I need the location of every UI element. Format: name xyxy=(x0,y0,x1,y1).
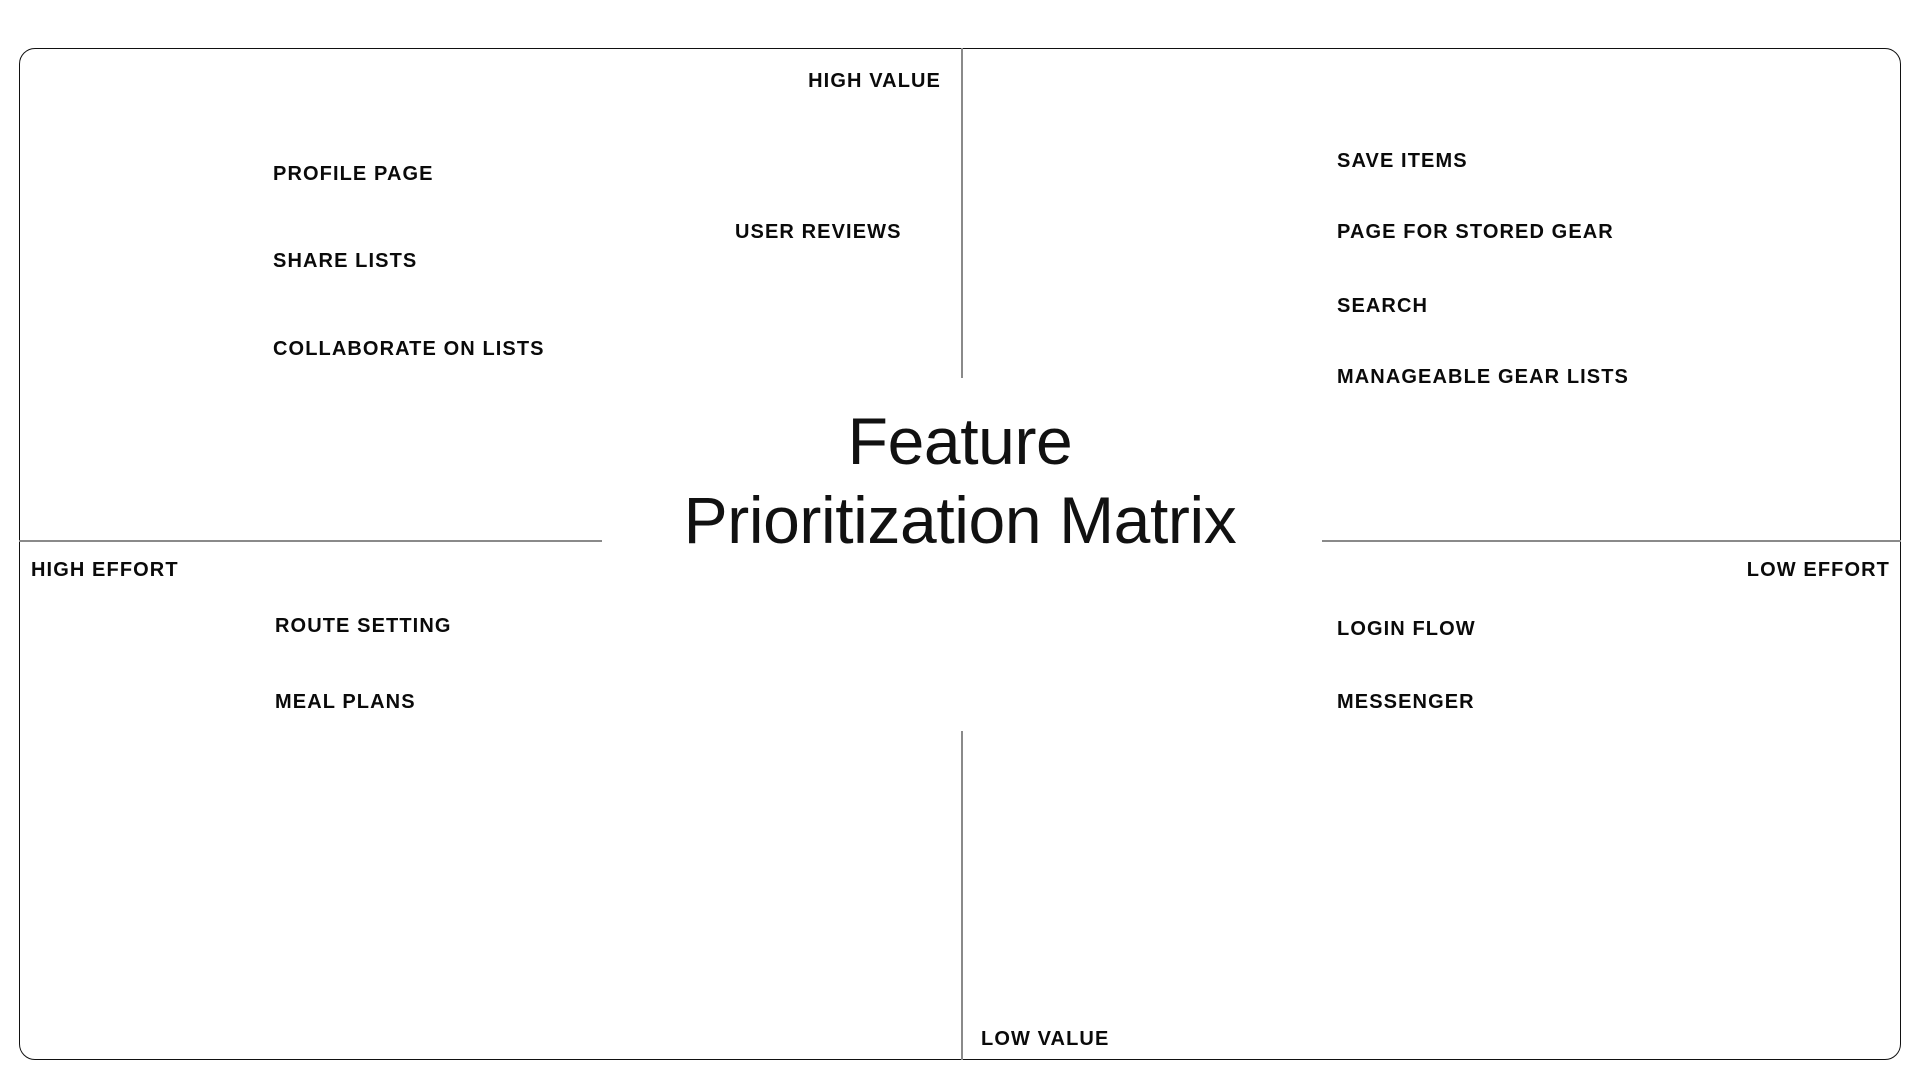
axis-label-high-value: HIGH VALUE xyxy=(808,70,941,92)
feature-item[interactable]: SAVE ITEMS xyxy=(1337,150,1468,172)
quadrant-low-value-high-effort xyxy=(20,541,961,1059)
feature-item[interactable]: ROUTE SETTING xyxy=(275,615,452,637)
horizontal-axis-line-right xyxy=(1322,540,1901,542)
feature-item[interactable]: MESSENGER xyxy=(1337,691,1475,713)
quadrant-high-value-low-effort xyxy=(962,49,1900,540)
feature-item[interactable]: PROFILE PAGE xyxy=(273,163,434,185)
feature-item[interactable]: LOGIN FLOW xyxy=(1337,618,1476,640)
feature-item[interactable]: SHARE LISTS xyxy=(273,250,418,272)
feature-item[interactable]: USER REVIEWS xyxy=(735,221,902,243)
vertical-axis-line-bottom xyxy=(961,731,963,1060)
axis-label-low-value: LOW VALUE xyxy=(981,1028,1110,1050)
feature-item[interactable]: PAGE FOR STORED GEAR xyxy=(1337,221,1614,243)
vertical-axis-line-top xyxy=(961,48,963,378)
feature-item[interactable]: COLLABORATE ON LISTS xyxy=(273,338,545,360)
matrix-frame xyxy=(19,48,1901,1060)
feature-item[interactable]: MANAGEABLE GEAR LISTS xyxy=(1337,366,1629,388)
feature-item[interactable]: SEARCH xyxy=(1337,295,1429,317)
quadrant-high-value-high-effort xyxy=(20,49,961,540)
horizontal-axis-line-left xyxy=(19,540,602,542)
axis-label-high-effort: HIGH EFFORT xyxy=(31,559,179,581)
axis-label-low-effort: LOW EFFORT xyxy=(1746,559,1890,581)
feature-item[interactable]: MEAL PLANS xyxy=(275,691,416,713)
